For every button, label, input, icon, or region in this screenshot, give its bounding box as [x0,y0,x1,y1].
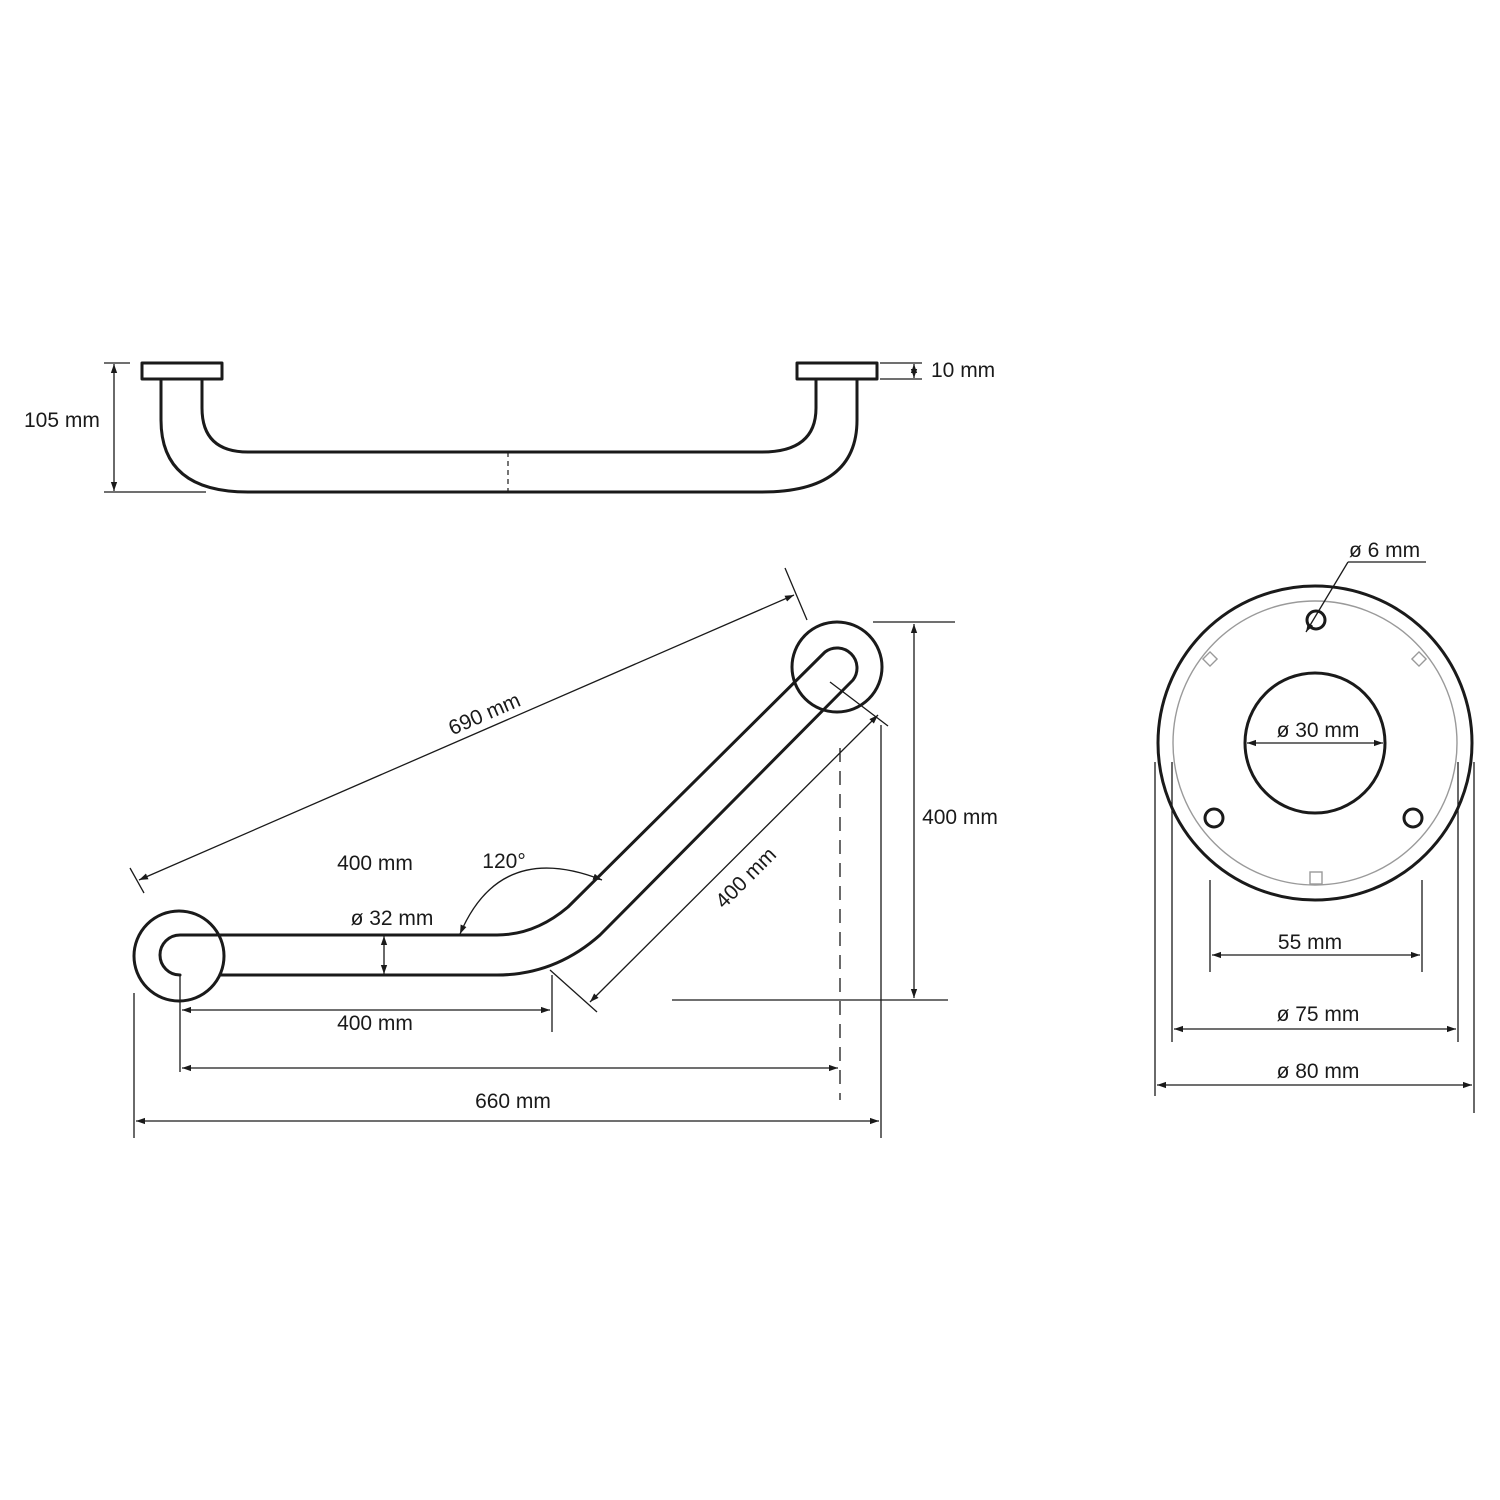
cover-diameter-label: ø 75 mm [1277,1003,1360,1026]
bar-inner-profile [200,377,818,454]
angled-dimension-line [589,714,879,1003]
angled-extension-bottom [549,969,598,1013]
hole-spacing-label: 55 mm [1278,931,1342,954]
screw-hole-right [1402,807,1424,829]
angled-segment-label: 400 mm [711,843,781,913]
clip-notch-left [1201,650,1219,668]
vertical-rise-label: 400 mm [922,806,998,829]
overall-length-label: 690 mm [445,689,524,740]
overall-dimension-line [138,594,795,881]
right-wall-flange [790,620,884,714]
total-width-label: 660 mm [475,1090,551,1113]
screw-hole-top [1305,609,1327,631]
horizontal-segment-top-label: 400 mm [337,852,413,875]
screw-hole-label: ø 6 mm [1349,539,1420,562]
tube-diameter-label: ø 32 mm [351,907,434,930]
flange-diameter-label: ø 80 mm [1277,1060,1360,1083]
cover-circle [1172,600,1458,886]
bore-circle [1243,671,1387,815]
bar-outline [218,646,859,977]
side-view [104,361,922,494]
angle-arc [459,867,603,935]
clip-notch-bottom [1309,871,1323,885]
left-flange-plate [140,361,224,381]
overall-extension-right [784,567,808,621]
right-flange-plate [795,361,879,381]
screw-hole-left [1203,807,1225,829]
horizontal-segment-label: 400 mm [337,1012,413,1035]
front-view [129,567,955,1138]
bar-outer-profile [159,377,859,494]
bar-end-cap [158,933,222,977]
angle-label: 120° [482,850,525,873]
overall-extension-left [129,867,145,894]
flange-thickness-label: 10 mm [931,359,995,382]
screw-hole-leader [1305,561,1349,633]
clip-notch-right [1410,650,1428,668]
flange-view [1154,561,1475,1113]
left-wall-flange [132,909,226,1003]
bore-diameter-label: ø 30 mm [1277,719,1360,742]
flange-outer-circle [1156,584,1474,902]
angled-extension-top [829,681,889,727]
top-height-label: 105 mm [24,409,100,432]
